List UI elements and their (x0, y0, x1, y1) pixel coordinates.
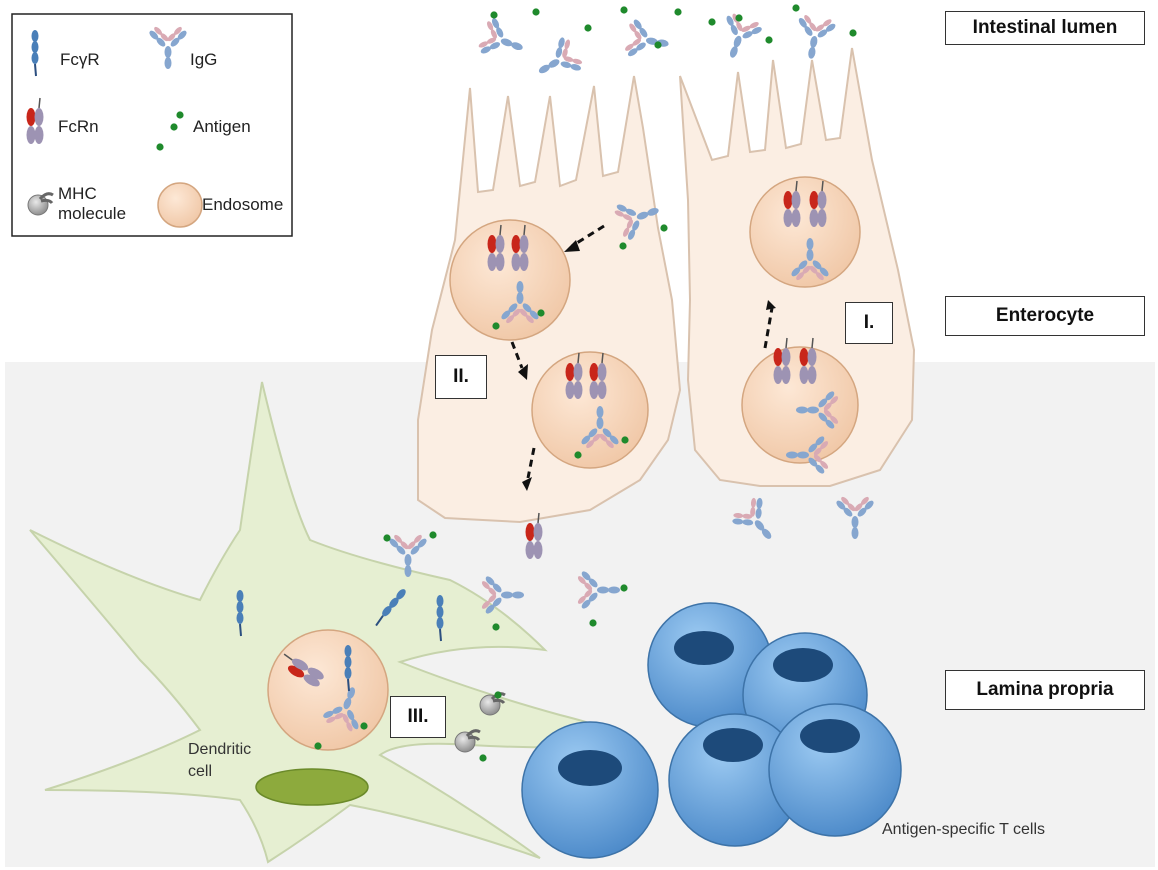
t-cell-nucleus (558, 750, 622, 786)
t-cell-nucleus (703, 728, 763, 762)
dendritic-cell-label-line2: cell (188, 763, 213, 780)
endosome (749, 176, 861, 288)
arrow-release (526, 447, 536, 479)
t-cell-cluster (521, 602, 902, 859)
t-cells-label: Antigen-specific T cells (882, 821, 1046, 838)
arrow-heads (518, 240, 776, 491)
arrow-uptake (763, 307, 774, 349)
region-label-enterocyte: Enterocyte (945, 296, 1145, 336)
dendritic-cell-label-line1: Dendritic (188, 741, 252, 758)
legend-label-fcgr: FcγR (60, 50, 100, 69)
legend-box (11, 13, 293, 237)
step-label-one: I. (845, 302, 893, 344)
dendritic-cell (29, 381, 643, 864)
arrow-endocytosis (571, 224, 605, 248)
nucleus (255, 768, 369, 806)
step-label-two: II. (435, 355, 487, 399)
endosome (741, 346, 859, 464)
t-cell (521, 721, 659, 859)
endosome (267, 629, 389, 751)
region-label-lamina: Lamina propria (945, 670, 1145, 710)
t-cell-nucleus (674, 631, 734, 665)
step-label-three: III. (390, 696, 446, 738)
region-label-lumen: Intestinal lumen (945, 11, 1145, 45)
legend-label-mhc: MHC molecule (58, 184, 127, 223)
arrow-transcytosis (510, 341, 524, 369)
legend-label-igg: IgG (190, 50, 218, 69)
t-cell-nucleus (800, 719, 860, 753)
legend-label-endosome: Endosome (202, 195, 284, 214)
t-cell-nucleus (773, 648, 833, 682)
legend-label-fcrn: FcRn (58, 117, 99, 136)
legend-endosome-symbol (157, 182, 203, 228)
endosome (531, 351, 649, 469)
transport-arrows (510, 224, 774, 479)
legend-label-antigen: Antigen (193, 117, 251, 136)
